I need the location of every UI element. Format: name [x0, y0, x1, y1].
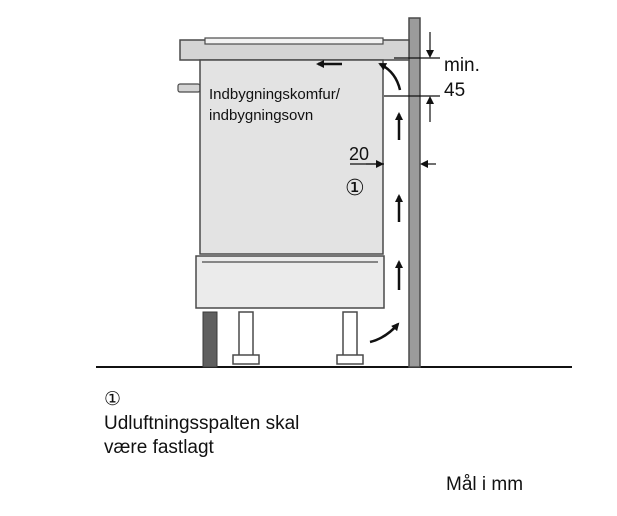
oven-body: [199, 59, 384, 255]
foot-right-base: [336, 354, 364, 365]
callout-marker: ①: [345, 175, 365, 200]
min-label: min.: [444, 55, 480, 76]
appliance-label-line2: indbygningsovn: [209, 107, 313, 124]
gap-label: 20: [349, 144, 369, 164]
cooktop-surface: [204, 37, 384, 45]
foot-right: [342, 311, 358, 361]
wall: [408, 17, 421, 368]
appliance-label-line1: Indbygningskomfur/: [209, 86, 341, 103]
oven-knob: [177, 83, 201, 93]
caption-line1: Udluftningsspalten skal: [104, 413, 300, 434]
drawer-front: [195, 255, 385, 309]
plinth-strip: [202, 311, 218, 368]
airflow-arrow-curved-in: [369, 322, 400, 344]
caption: ① Udluftningsspalten skal være fastlagt: [104, 388, 299, 460]
caption-line2: være fastlagt: [104, 437, 214, 458]
airflow-arrow-curved-out: [378, 62, 402, 91]
min-value: 45: [444, 80, 465, 101]
foot-left: [238, 311, 254, 361]
foot-left-base: [232, 354, 260, 365]
caption-marker: ①: [104, 389, 122, 410]
units-note: Mål i mm: [446, 474, 524, 495]
